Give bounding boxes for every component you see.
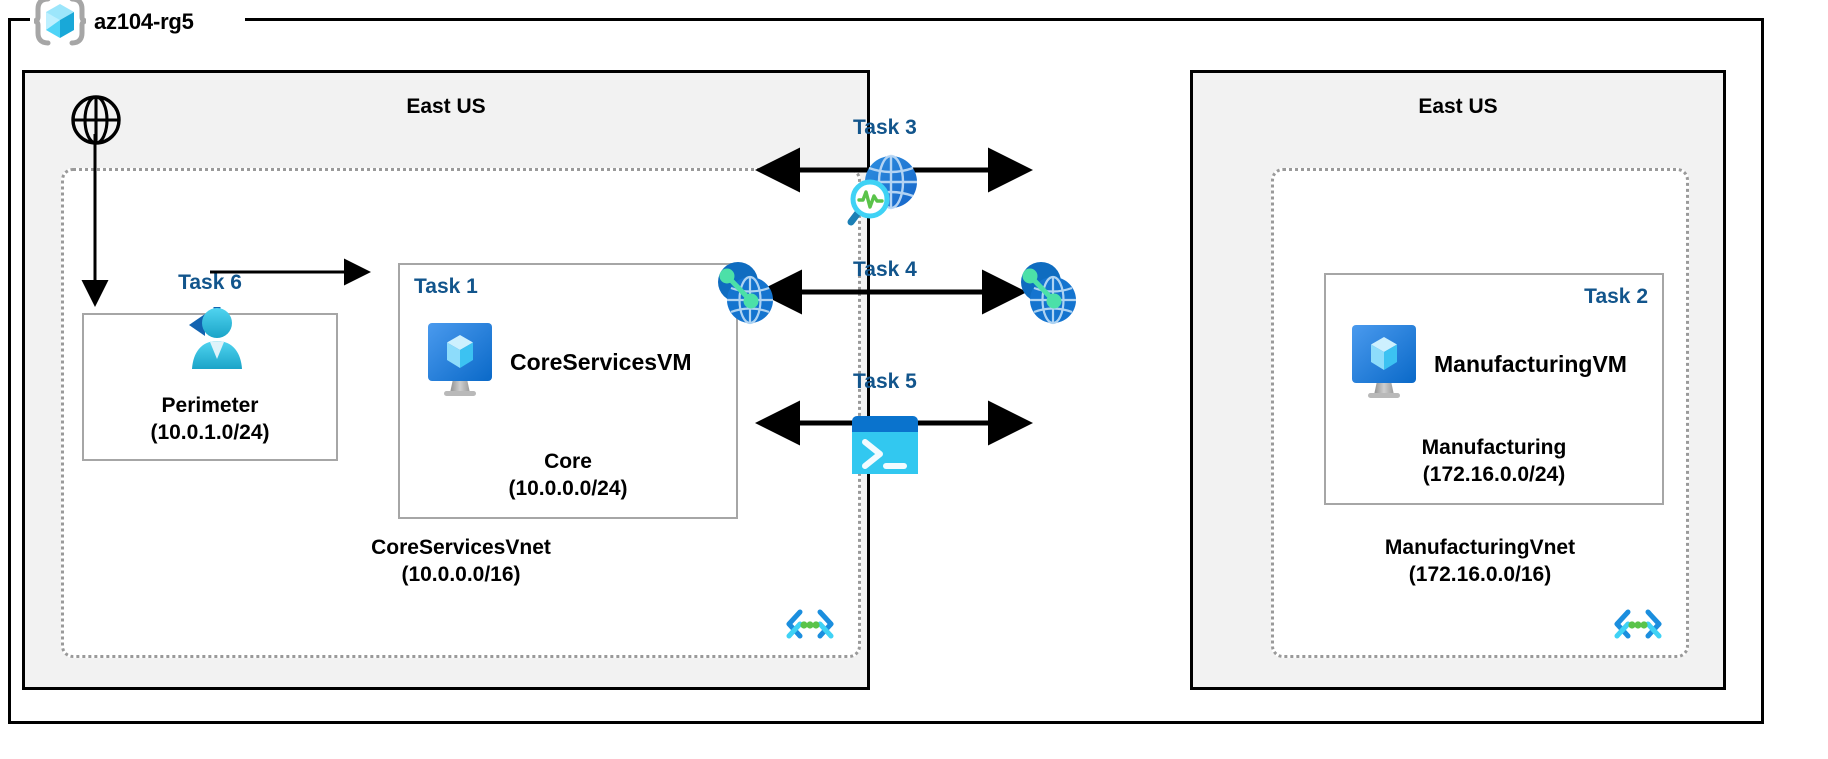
vnet-manufacturing-cidr: (172.16.0.0/16) — [1408, 563, 1552, 587]
azure-resource-group-cube-icon — [32, 0, 88, 48]
vnet-coreservices: CoreServicesVnet (10.0.0.0/16) Task 6 — [61, 168, 861, 658]
network-watcher-icon — [845, 152, 927, 235]
region-east-us-right: East US ManufacturingVnet (172.16.0.0/16… — [1190, 70, 1726, 690]
subnet-brackets-icon — [1612, 607, 1664, 641]
resource-group-title: az104-rg5 — [32, 0, 194, 46]
vm-manufacturing-name: ManufacturingVM — [1434, 351, 1627, 377]
region-title-left: East US — [406, 95, 486, 118]
task-tag-6: Task 6 — [178, 271, 242, 294]
vm-coreservices-name: CoreServicesVM — [510, 349, 692, 375]
subnet-core-cidr: (10.0.0.0/24) — [508, 477, 628, 501]
virtual-machine-icon — [1348, 323, 1420, 406]
vnet-manufacturing-name: ManufacturingVnet — [1384, 535, 1576, 559]
task-tag-2: Task 2 — [1584, 285, 1648, 308]
resource-group-name: az104-rg5 — [94, 9, 194, 34]
subnet-core-name: Core — [544, 449, 592, 473]
subnet-core: Task 1 — [398, 263, 738, 519]
subnet-manufacturing-cidr: (172.16.0.0/24) — [1422, 463, 1566, 487]
subnet-perimeter-label: Perimeter (10.0.1.0/24) — [84, 392, 336, 447]
subnet-manufacturing-label: Manufacturing (172.16.0.0/24) — [1326, 434, 1662, 489]
globe-icon — [69, 93, 123, 152]
task-tag-3: Task 3 — [853, 116, 917, 139]
vnet-coreservices-cidr: (10.0.0.0/16) — [401, 563, 521, 587]
vnet-coreservices-label: CoreServicesVnet (10.0.0.0/16) — [64, 534, 858, 589]
resource-group-frame — [8, 18, 1764, 724]
vm-manufacturing: ManufacturingVM — [1348, 323, 1627, 406]
region-east-us-left: East US CoreServicesVnet (10.0.0.0/16) — [22, 70, 870, 690]
subnet-perimeter-name: Perimeter — [161, 393, 259, 417]
vnet-peering-icon — [710, 258, 780, 333]
subnet-perimeter-cidr: (10.0.1.0/24) — [150, 421, 270, 445]
vnet-coreservices-name: CoreServicesVnet — [371, 535, 551, 559]
task-tag-5: Task 5 — [853, 370, 917, 393]
vm-coreservices: CoreServicesVM — [424, 321, 692, 404]
subnet-manufacturing-name: Manufacturing — [1421, 435, 1567, 459]
vnet-manufacturing: ManufacturingVnet (172.16.0.0/16) Task 2 — [1271, 168, 1689, 658]
subnet-core-label: Core (10.0.0.0/24) — [400, 448, 736, 503]
cloud-shell-icon — [849, 414, 921, 481]
subnet-brackets-icon — [784, 607, 836, 641]
vnet-manufacturing-label: ManufacturingVnet (172.16.0.0/16) — [1274, 534, 1686, 589]
user-redirect-icon — [171, 303, 249, 380]
vnet-peering-icon — [1013, 258, 1083, 333]
subnet-manufacturing: Task 2 — [1324, 273, 1664, 505]
region-title-right: East US — [1418, 95, 1498, 118]
subnet-perimeter: Task 6 — [82, 271, 338, 461]
task-tag-1: Task 1 — [414, 275, 478, 298]
task-tag-4: Task 4 — [853, 258, 917, 281]
virtual-machine-icon — [424, 321, 496, 404]
